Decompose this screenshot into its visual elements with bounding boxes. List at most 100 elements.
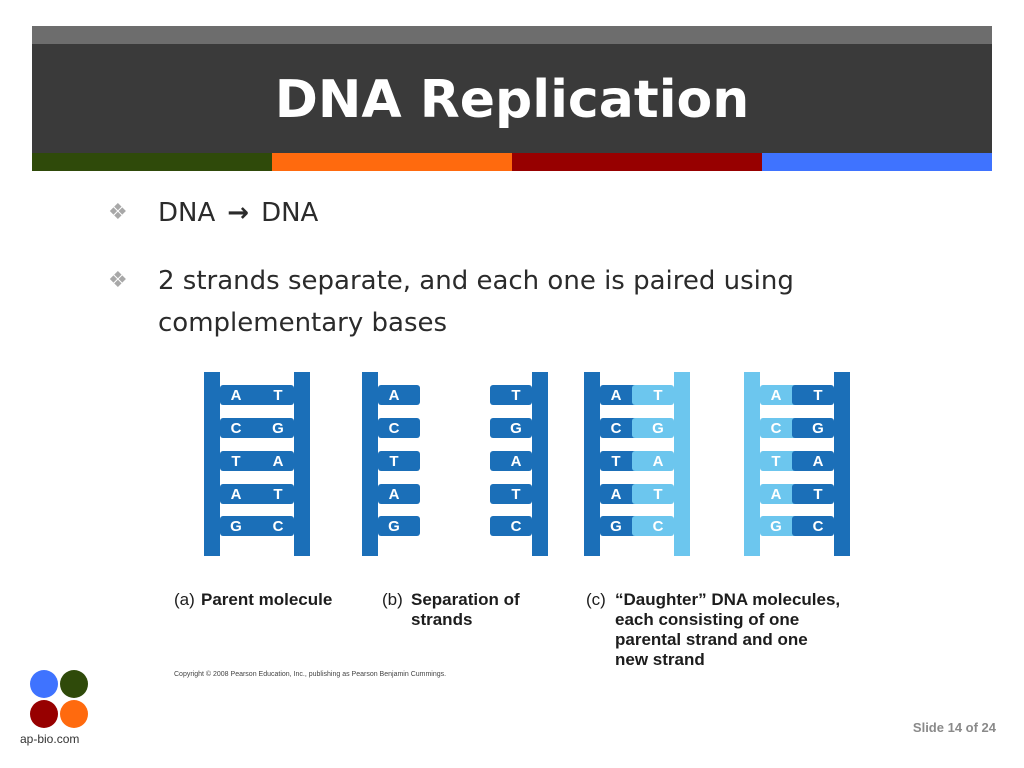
parent-left-base-label: A [231, 486, 242, 503]
daughter2-left-base-label: A [771, 486, 782, 503]
daughter1-left-base [600, 484, 642, 504]
sep-right-right-base [490, 516, 532, 536]
sep-right-right-base-label: C [511, 518, 522, 535]
daughter2-left-base-label: T [771, 453, 780, 470]
daughter1-right-base-label: T [653, 486, 662, 503]
sep-right-right-base [490, 418, 532, 438]
logo-circle-blue [30, 670, 58, 698]
sep-right-right-base [490, 451, 532, 471]
caption-a-label: (a) [174, 590, 195, 609]
title-bar [32, 44, 992, 153]
ap-bio-logo [30, 670, 88, 728]
caption-c-label: (c) [586, 590, 606, 609]
daughter2-left-backbone [744, 372, 760, 556]
sep-right-right-base-label: G [510, 420, 522, 437]
color-stripes [32, 153, 992, 171]
daughter2-left-base [760, 451, 802, 471]
daughter2-right-base [792, 516, 834, 536]
daughter2-right-backbone [834, 372, 850, 556]
parent-rung-gap [220, 506, 294, 511]
daughter2-right-base [792, 418, 834, 438]
daughter1-left-base [600, 418, 642, 438]
logo-circle-green [60, 670, 88, 698]
daughter2-left-base [760, 385, 802, 405]
daughter1-left-base [600, 451, 642, 471]
daughter2-left-base [760, 418, 802, 438]
parent-right-base-label: A [273, 453, 284, 470]
daughter2-left-base-label: C [771, 420, 782, 437]
bullet-text: 2 strands separate, and each one is pair… [158, 266, 794, 338]
title-top-band [32, 26, 992, 44]
parent-rung-gap [220, 473, 294, 478]
bullet-list: ❖ DNA→DNA ❖ 2 strands separate, and each… [108, 192, 868, 370]
parent-right-base-label: T [273, 486, 282, 503]
parent-left-base [220, 451, 262, 471]
daughter1-left-base-label: G [610, 518, 622, 535]
caption-c-line1: “Daughter” DNA molecules, [615, 590, 841, 609]
daughter1-right-base [632, 385, 674, 405]
bullet-dna-right: DNA [261, 198, 319, 228]
sep-left-left-base [378, 516, 420, 536]
parent-left-base [220, 418, 262, 438]
copyright-note: Copyright © 2008 Pearson Education, Inc.… [174, 671, 447, 678]
sep-left-left-base-label: A [389, 387, 400, 404]
parent-left-base [220, 484, 262, 504]
daughter1-rung-gap [600, 473, 674, 478]
daughter2-right-base [792, 451, 834, 471]
sep-right-right-backbone [532, 372, 548, 556]
slide-number: Slide 14 of 24 [912, 720, 996, 735]
bullet-item: ❖ DNA→DNA [108, 192, 868, 234]
daughter2-right-base [792, 385, 834, 405]
stripe-red [512, 153, 762, 171]
daughter2-left-base [760, 484, 802, 504]
sep-right-right-base [490, 484, 532, 504]
daughter2-left-base-label: G [770, 518, 782, 535]
daughter1-right-base-label: C [653, 518, 664, 535]
sep-right-right-base-label: T [511, 387, 520, 404]
daughter2-rung-gap [760, 473, 834, 478]
stripe-green [32, 153, 272, 171]
daughter1-left-base-label: C [611, 420, 622, 437]
sep-left-left-base-label: T [389, 453, 398, 470]
sep-left-left-base-label: G [388, 518, 400, 535]
parent-right-base [252, 451, 294, 471]
daughter1-left-base-label: T [611, 453, 620, 470]
daughter2-left-base-label: A [771, 387, 782, 404]
daughter1-right-base-label: A [653, 453, 664, 470]
diamond-cluster-icon: ❖ [108, 200, 128, 225]
parent-right-base-label: G [272, 420, 284, 437]
parent-left-base-label: A [231, 387, 242, 404]
daughter1-right-base [632, 516, 674, 536]
daughter2-right-base-label: T [813, 486, 822, 503]
daughter2-right-base-label: C [813, 518, 824, 535]
sep-left-left-base [378, 385, 420, 405]
parent-rung-gap [220, 407, 294, 412]
parent-left-base [220, 516, 262, 536]
daughter1-left-backbone [584, 372, 600, 556]
parent-right-base-label: T [273, 387, 282, 404]
sep-right-right-base [490, 385, 532, 405]
sep-left-left-backbone [362, 372, 378, 556]
caption-b-line2: strands [411, 610, 473, 629]
sep-left-left-base [378, 451, 420, 471]
bullet-item: ❖ 2 strands separate, and each one is pa… [108, 260, 868, 344]
stripe-blue [762, 153, 992, 171]
daughter1-right-base [632, 484, 674, 504]
daughter1-right-base [632, 418, 674, 438]
daughter2-right-base-label: A [813, 453, 824, 470]
parent-right-base [252, 418, 294, 438]
caption-b-label: (b) [382, 590, 403, 609]
caption-b-line1: Separation of [411, 590, 520, 609]
parent-right-base [252, 516, 294, 536]
slide-title: DNA Replication [274, 70, 750, 130]
sep-left-left-base-label: A [389, 486, 400, 503]
sep-left-left-base-label: C [389, 420, 400, 437]
caption-b: (b) Separation of strands [382, 590, 562, 630]
parent-rung-gap [220, 538, 294, 543]
caption-a-text: Parent molecule [201, 590, 333, 609]
diamond-cluster-icon: ❖ [108, 268, 128, 293]
caption-c: (c) “Daughter” DNA molecules, each consi… [586, 590, 876, 670]
daughter1-rung-gap [600, 440, 674, 445]
